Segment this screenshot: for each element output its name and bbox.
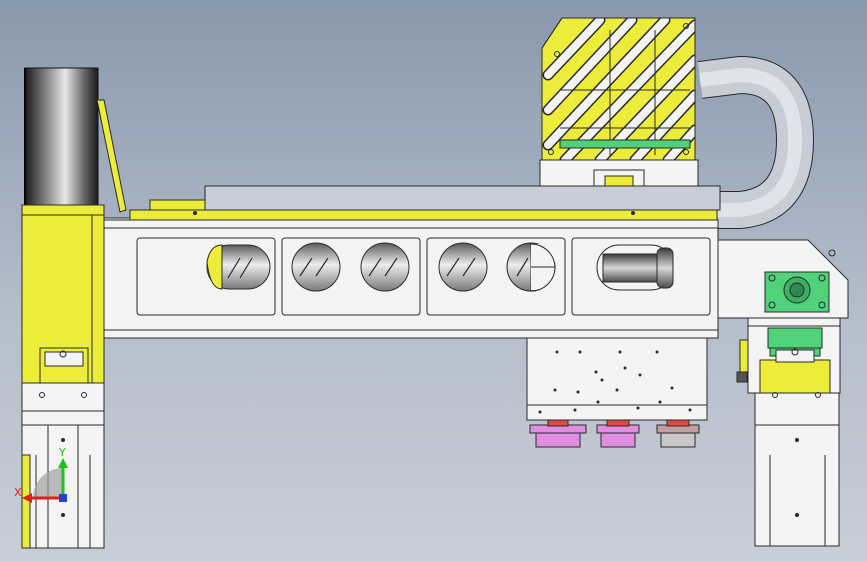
main-beam[interactable]	[103, 219, 719, 339]
tension-arm	[96, 99, 127, 213]
cable-chain[interactable]	[697, 55, 815, 229]
y-axis-label: Y	[58, 446, 66, 459]
connector-1[interactable]	[529, 419, 587, 448]
carriage-plate[interactable]	[526, 337, 708, 421]
right-column[interactable]	[736, 317, 841, 547]
connector-3[interactable]	[656, 419, 700, 448]
ball-screw	[206, 242, 674, 292]
right-foot	[754, 392, 840, 547]
right-end-plate[interactable]	[717, 239, 849, 319]
z-axis-marker	[59, 494, 67, 502]
x-axis-label: X	[14, 486, 22, 499]
connector-2[interactable]	[596, 419, 640, 448]
upper-bar	[129, 185, 721, 221]
axis-triad: Y X	[14, 446, 68, 503]
roll-drum[interactable]	[24, 67, 99, 214]
top-cage[interactable]	[539, 17, 699, 187]
